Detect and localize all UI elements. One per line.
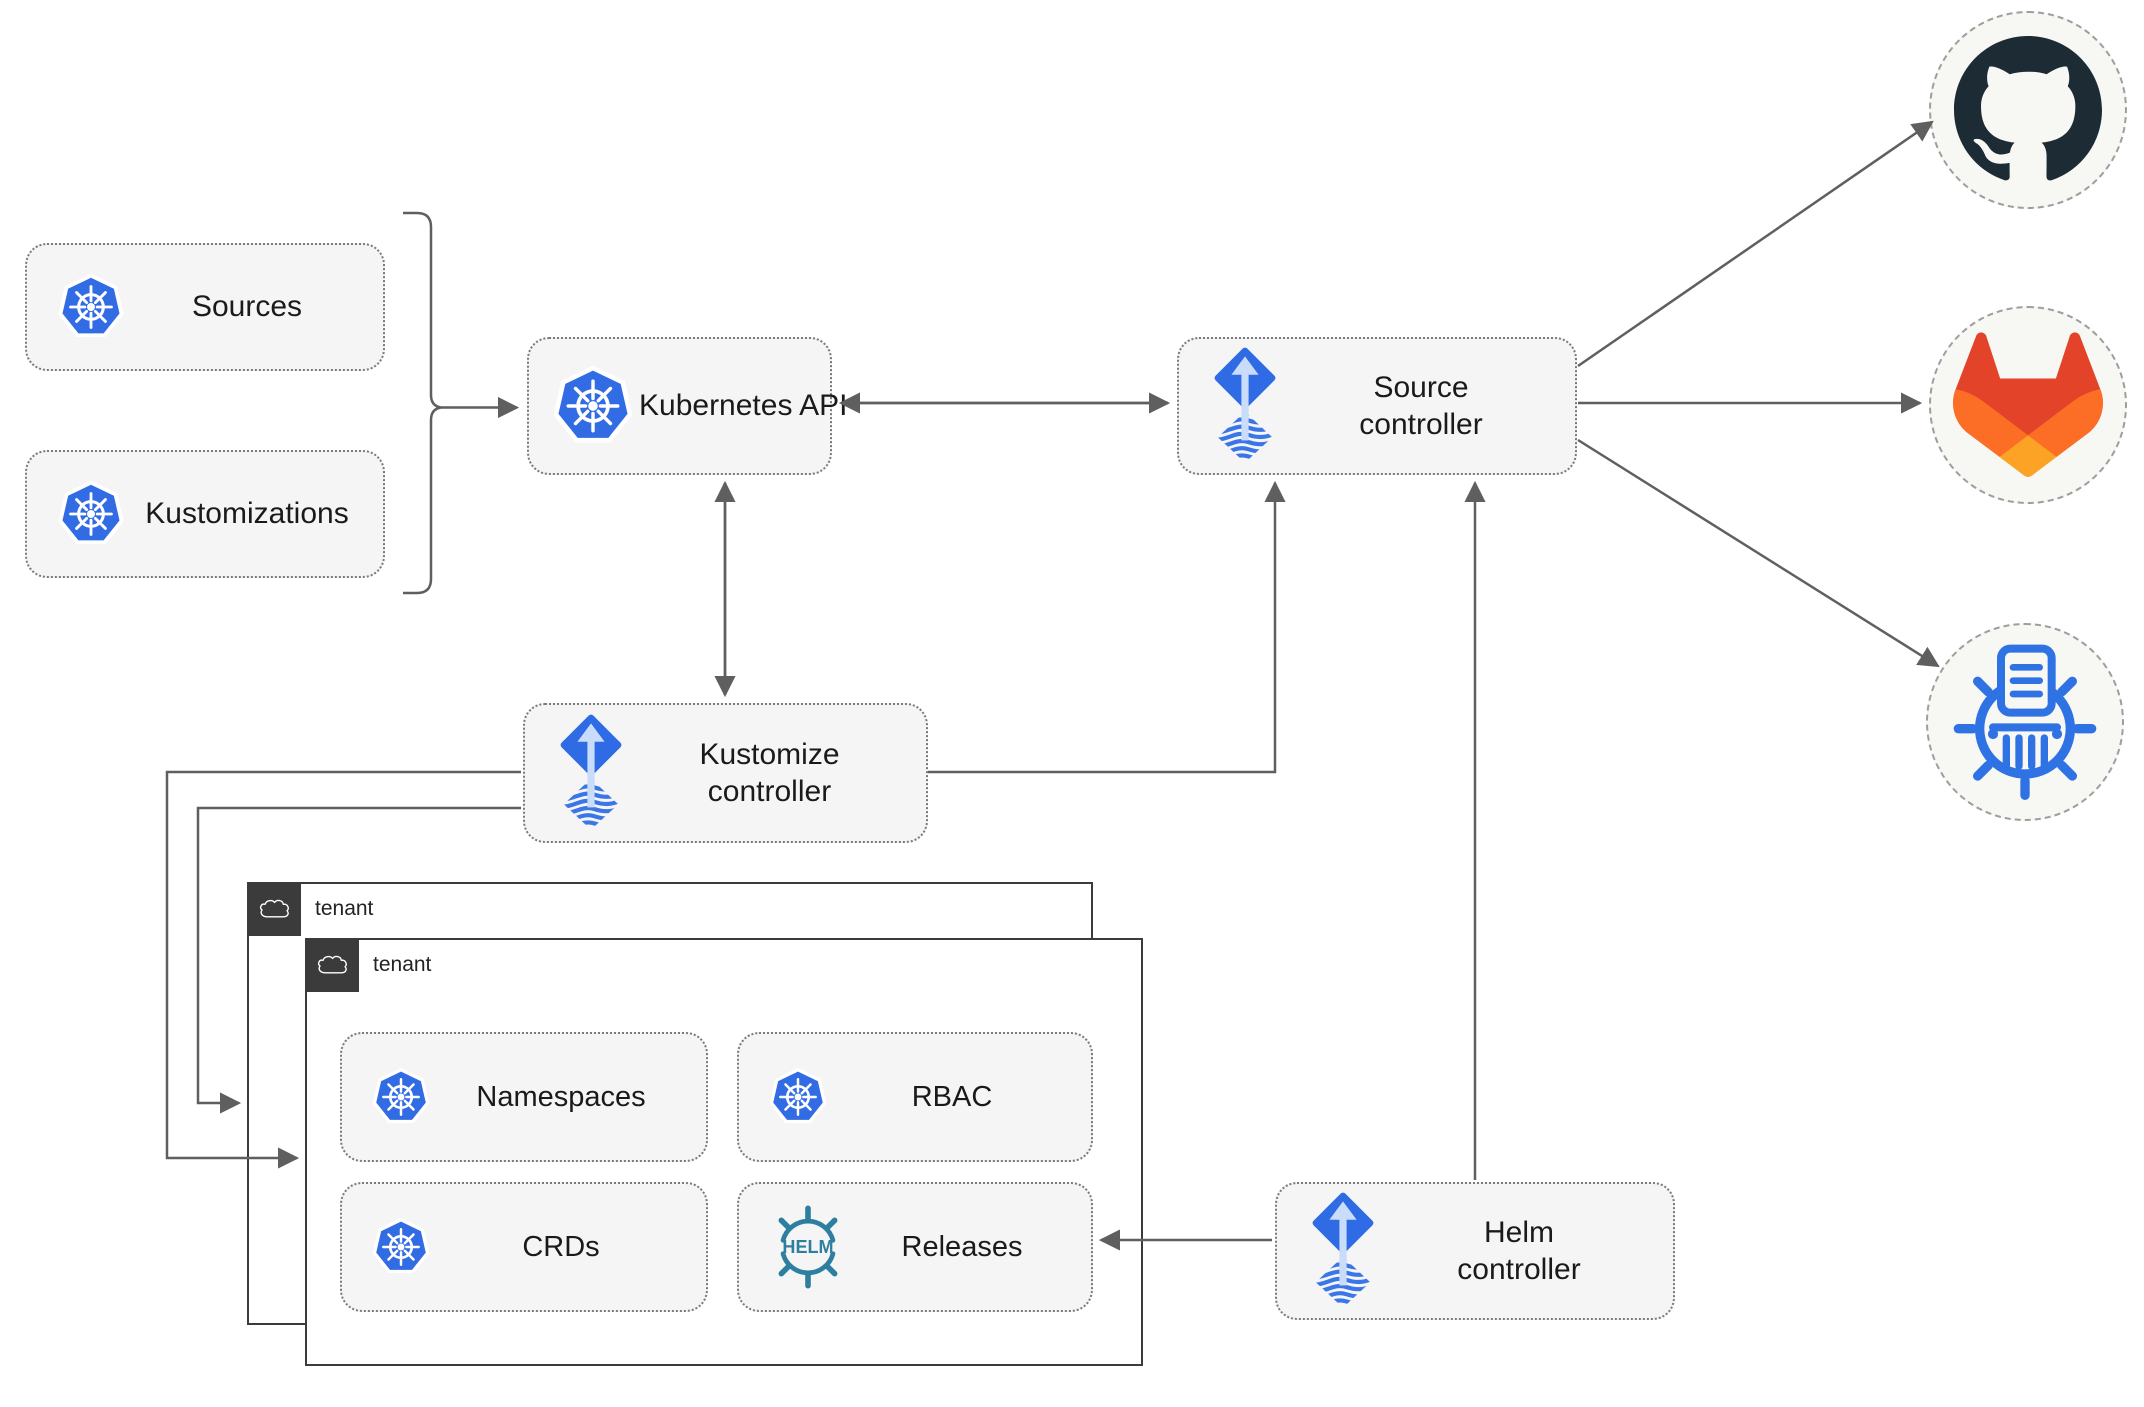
kustomize-controller-label: Kustomize controller bbox=[699, 737, 840, 809]
flux-icon bbox=[551, 713, 631, 833]
bracket-sources-group bbox=[403, 211, 442, 595]
helm-logo-text: HELM bbox=[782, 1237, 833, 1257]
chartmuseum-icon bbox=[1945, 638, 2105, 806]
tenant-badge bbox=[246, 881, 301, 936]
tenant-label: tenant bbox=[315, 897, 374, 920]
chartmuseum-endpoint bbox=[1926, 623, 2124, 821]
helm-icon: HELM bbox=[765, 1204, 851, 1290]
source-controller-label: Source controller bbox=[1359, 370, 1483, 442]
kubernetes-icon bbox=[547, 360, 639, 452]
arrow-kustomize-controller-to-source-controller bbox=[928, 480, 1286, 774]
sources-node: Sources bbox=[25, 243, 385, 371]
rbac-node: RBAC bbox=[737, 1032, 1093, 1162]
kubernetes-api-node: Kubernetes API bbox=[527, 337, 847, 475]
kubernetes-icon bbox=[765, 1064, 831, 1130]
gitlab-endpoint bbox=[1929, 306, 2127, 504]
crds-node: CRDs bbox=[340, 1182, 708, 1312]
kubernetes-api-label: Kubernetes API bbox=[639, 389, 848, 423]
kustomizations-node: Kustomizations bbox=[25, 450, 385, 578]
sources-label: Sources bbox=[191, 290, 303, 324]
kubernetes-icon bbox=[368, 1214, 434, 1280]
releases-node: HELM Releases bbox=[737, 1182, 1093, 1312]
releases-label: Releases bbox=[901, 1230, 1023, 1263]
tenant-badge bbox=[304, 937, 359, 992]
flux-icon bbox=[1205, 346, 1285, 466]
gitlab-icon bbox=[1948, 325, 2108, 485]
namespaces-label: Namespaces bbox=[476, 1080, 646, 1113]
crds-label: CRDs bbox=[522, 1230, 600, 1263]
kubernetes-icon bbox=[53, 269, 129, 345]
namespaces-node: Namespaces bbox=[340, 1032, 708, 1162]
helm-controller-node: Helm controller bbox=[1275, 1182, 1675, 1320]
github-endpoint bbox=[1929, 11, 2127, 209]
kustomize-controller-node: Kustomize controller bbox=[523, 703, 928, 843]
arrow-source-controller-to-chartmuseum bbox=[1577, 438, 1940, 668]
kubernetes-icon bbox=[368, 1064, 434, 1130]
rbac-label: RBAC bbox=[911, 1080, 993, 1113]
helm-controller-label: Helm controller bbox=[1457, 1215, 1581, 1287]
source-controller-node: Source controller bbox=[1177, 337, 1577, 475]
kustomizations-label: Kustomizations bbox=[145, 497, 349, 531]
flux-icon bbox=[1303, 1191, 1383, 1311]
cloud-icon bbox=[314, 953, 350, 976]
cloud-icon bbox=[256, 897, 292, 920]
arrow-source-controller-to-github bbox=[1577, 120, 1934, 368]
kubernetes-icon bbox=[53, 476, 129, 552]
github-icon bbox=[1954, 36, 2102, 184]
tenant-label: tenant bbox=[373, 953, 432, 976]
